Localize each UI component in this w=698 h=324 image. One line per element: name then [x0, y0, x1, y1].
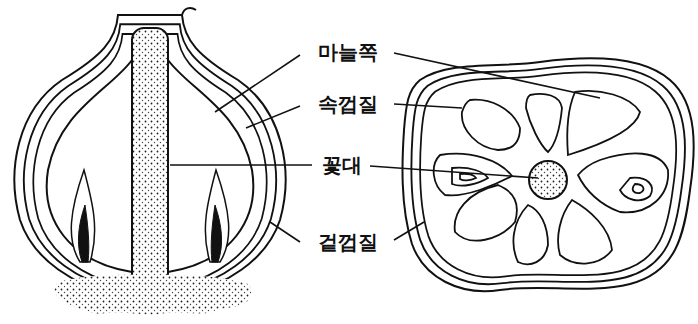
part-label: 마늘쪽 [316, 40, 380, 64]
part-label: 속껍질 [316, 92, 380, 116]
longitudinal-section [14, 8, 285, 314]
part-label: 겉껍질 [316, 230, 380, 254]
part-label: 꽃대 [320, 153, 364, 177]
cross-section [402, 58, 693, 291]
leader-lines [170, 53, 600, 242]
